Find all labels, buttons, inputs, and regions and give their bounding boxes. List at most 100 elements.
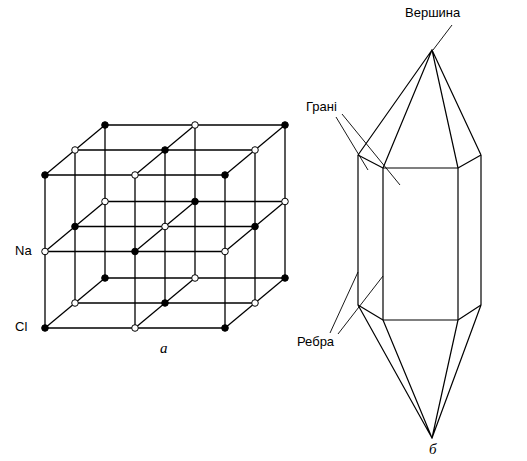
lattice-line — [45, 251, 135, 252]
cl-ion — [222, 172, 229, 179]
na-ion — [102, 198, 109, 205]
lattice-line — [255, 278, 285, 303]
lattice-line — [104, 125, 105, 202]
lattice-line — [135, 174, 225, 175]
lattice-line — [74, 150, 75, 227]
na-ion — [192, 122, 199, 129]
cl-ion — [282, 122, 289, 129]
na-ion — [132, 172, 139, 179]
lattice-line — [75, 125, 105, 150]
lattice-line — [194, 202, 195, 279]
lattice-line — [255, 202, 285, 227]
lattice-line — [74, 227, 75, 304]
lattice-line — [105, 201, 195, 202]
lattice-line — [45, 303, 75, 328]
lattice-line — [225, 303, 255, 328]
lattice-line — [45, 227, 75, 252]
leader-lines — [330, 25, 452, 334]
lattice-line — [135, 150, 165, 175]
lattice-line — [134, 252, 135, 329]
lattice-line — [254, 150, 255, 227]
crystal-bottom-rim — [358, 305, 481, 320]
lattice-line — [75, 278, 105, 303]
crystal — [358, 50, 481, 438]
lattice-line — [225, 150, 255, 175]
figure-letter: б — [428, 441, 438, 458]
crystal-edge — [357, 155, 358, 305]
crystal-edge — [457, 168, 458, 320]
cl-ion — [282, 275, 289, 282]
lattice-line — [284, 125, 285, 202]
lattice-line — [164, 150, 165, 227]
cl-ion — [252, 223, 259, 230]
na-ion — [162, 223, 169, 230]
lattice-line — [225, 227, 255, 252]
na-ion — [252, 147, 259, 154]
crystal-top-pyramid — [432, 50, 481, 168]
lattice-line — [105, 277, 195, 278]
cl-ion — [192, 198, 199, 205]
lattice-line — [254, 227, 255, 304]
lattice-line — [164, 227, 165, 304]
na-ion — [72, 300, 79, 307]
crystal-edge — [382, 168, 383, 320]
lattice-line — [284, 202, 285, 279]
na-ion — [42, 248, 49, 255]
lattice-line — [165, 125, 195, 150]
cl-ion — [42, 172, 49, 179]
lattice-line — [45, 327, 135, 328]
lattice-line — [45, 150, 75, 175]
lattice-line — [195, 124, 285, 125]
na-ion — [72, 147, 79, 154]
figure-letter: а — [159, 340, 169, 357]
lattice-line — [195, 201, 285, 202]
part-label: Грані — [305, 100, 338, 114]
cl-ion — [132, 248, 139, 255]
lattice-line — [135, 251, 225, 252]
crystal-bottom-pyramid — [358, 305, 432, 438]
leader-line — [336, 117, 368, 170]
lattice-line — [75, 149, 165, 150]
na-ion — [132, 325, 139, 332]
lattice-line — [105, 124, 195, 125]
na-ion — [282, 198, 289, 205]
crystal-bottom-pyramid — [432, 305, 481, 438]
cl-ion — [102, 275, 109, 282]
lattice-line — [134, 175, 135, 252]
atom-label: Na — [14, 244, 33, 258]
cl-ion — [162, 300, 169, 307]
crystal-top-rim — [358, 155, 481, 168]
cl-ion — [72, 223, 79, 230]
lattice-line — [75, 302, 165, 303]
lattice-line — [75, 226, 165, 227]
leader-line — [342, 114, 400, 185]
lattice-line — [195, 277, 285, 278]
lattice-line — [224, 175, 225, 252]
lattice-line — [135, 327, 225, 328]
part-label: Вершина — [404, 6, 461, 20]
lattice-line — [165, 149, 255, 150]
leader-line — [330, 272, 358, 333]
leader-line — [338, 276, 383, 334]
lattice-line — [165, 302, 255, 303]
lattice-line — [224, 252, 225, 329]
crystal-top-pyramid — [358, 50, 432, 168]
nacl-lattice — [42, 122, 289, 332]
lattice-line — [194, 125, 195, 202]
cl-ion — [222, 325, 229, 332]
lattice-line — [45, 174, 135, 175]
lattice-line — [75, 202, 105, 227]
lattice-line — [165, 226, 255, 227]
cl-ion — [102, 122, 109, 129]
atom-label: Cl — [14, 320, 28, 334]
na-ion — [252, 300, 259, 307]
lattice-line — [44, 252, 45, 329]
lattice-line — [165, 278, 195, 303]
lattice-line — [255, 125, 285, 150]
part-label: Ребра — [296, 335, 335, 349]
lattice-line — [135, 303, 165, 328]
lattice-line — [165, 202, 195, 227]
cl-ion — [42, 325, 49, 332]
lattice-line — [135, 227, 165, 252]
